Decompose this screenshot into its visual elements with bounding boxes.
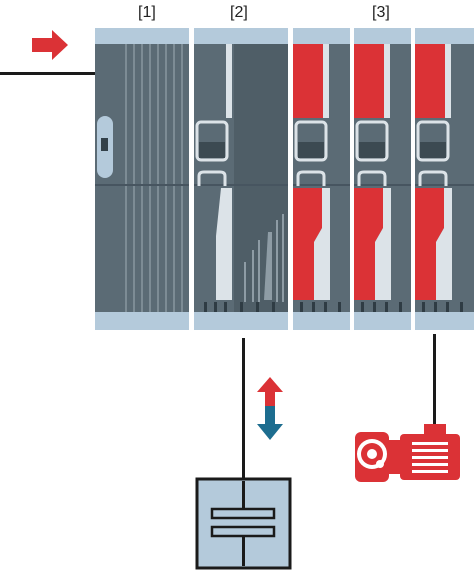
arrow-right-icon — [32, 30, 68, 60]
double-arrow-icon — [257, 377, 283, 440]
axis-module-b — [354, 28, 411, 330]
module-label-2: [2] — [230, 4, 248, 21]
module-label-1: [1] — [138, 4, 156, 21]
module-label-3: [3] — [372, 4, 390, 21]
motor-connection-line — [433, 334, 436, 426]
supply-line — [0, 72, 95, 75]
supply-module — [95, 28, 189, 330]
axis-module-a — [293, 28, 350, 330]
storage-connection-line — [242, 338, 245, 478]
axis-module-c — [415, 28, 474, 330]
slot-icon — [416, 120, 450, 162]
slot-icon — [294, 120, 328, 162]
slot-icon — [355, 120, 389, 162]
storage-module — [194, 28, 288, 330]
capacitor-icon — [195, 477, 292, 570]
gear-motor-icon — [355, 424, 460, 482]
slot-icon — [195, 120, 229, 162]
